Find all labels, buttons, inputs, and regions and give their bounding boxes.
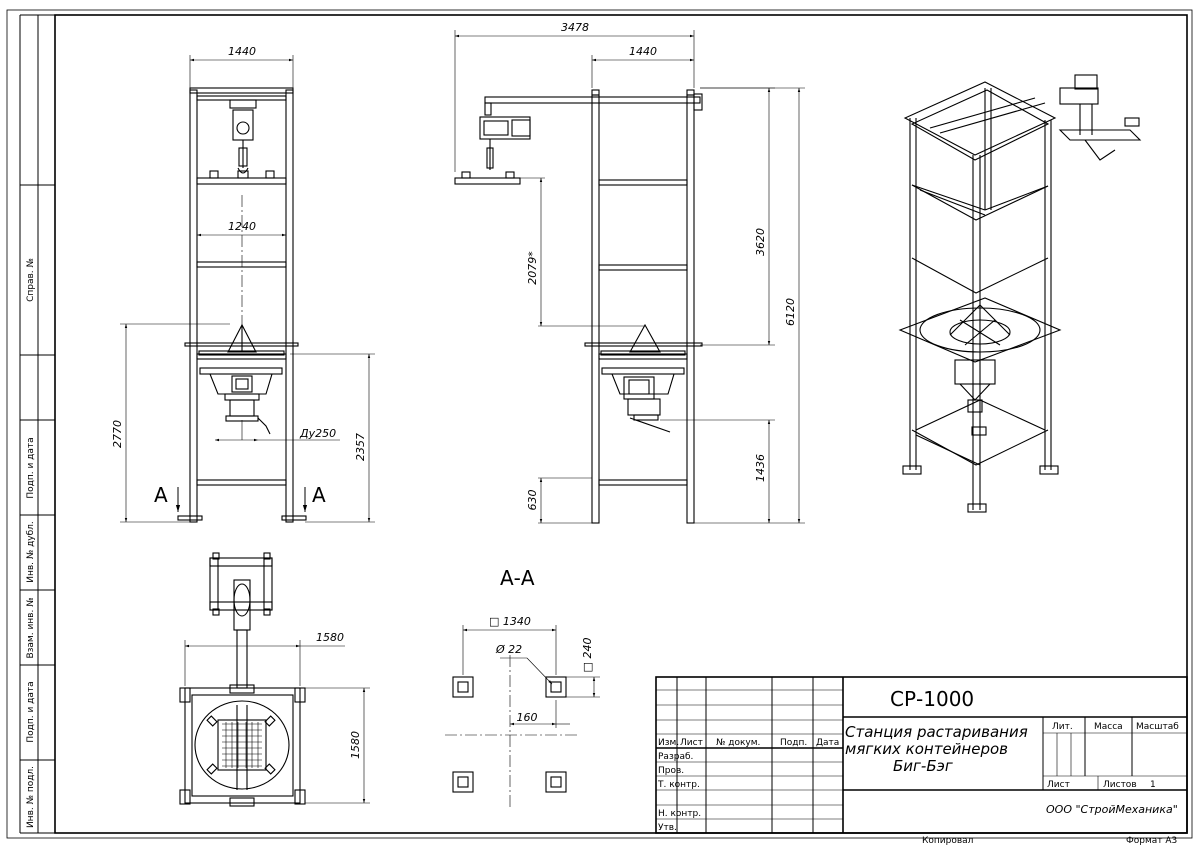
section-aa-dimensions	[445, 625, 600, 810]
title-block	[655, 676, 1188, 834]
col-data: Дата	[816, 738, 839, 748]
front-view	[177, 87, 307, 523]
label-sheet: Лист	[1047, 780, 1070, 790]
section-mark-left: А	[154, 483, 168, 507]
dim-front-outlet: Ду250	[299, 427, 336, 440]
drawing-name-line2: мягких контейнеров	[845, 740, 1008, 758]
header-lit: Лит.	[1052, 722, 1073, 732]
dim-front-bag-height: 2357	[354, 433, 367, 461]
dim-plan-width: 1580	[316, 631, 344, 644]
side-stamp-labels: Справ. № Подп. и дата Инв. № дубл. Взам.…	[26, 258, 36, 828]
col-izm: Изм.	[658, 738, 679, 748]
section-aa-title: А-А	[500, 566, 535, 590]
stamp-sprav: Справ. №	[26, 258, 36, 302]
dim-side-total: 3478	[561, 21, 589, 34]
dim-side-top: 3620	[754, 228, 767, 256]
side-view	[454, 89, 703, 524]
role-n-kontr: Н. контр.	[658, 809, 701, 819]
dim-front-inner: 1240	[228, 220, 256, 233]
dim-aa-plate: □ 240	[581, 638, 594, 673]
dim-side-total-h: 6120	[784, 298, 797, 326]
header-mass: Масса	[1094, 722, 1123, 732]
label-format: Формат А3	[1126, 836, 1177, 846]
drawing-code: СР-1000	[890, 687, 974, 711]
label-copied: Копировал	[922, 836, 973, 846]
company-name: ООО "СтройМеханика"	[1046, 803, 1178, 816]
dim-front-height: 2770	[111, 420, 124, 448]
dim-side-hoist: 2079*	[526, 251, 539, 285]
section-aa	[452, 676, 567, 793]
sheet-frame	[6, 9, 1193, 839]
stamp-inv-podl: Инв. № подл.	[26, 766, 36, 828]
stamp-podp-2: Подп. и дата	[26, 681, 36, 742]
drawing-name-line1: Станция растаривания	[845, 723, 1028, 741]
role-prov: Пров.	[658, 766, 684, 776]
title-block-text: СР-1000 Станция растаривания мягких конт…	[657, 687, 1179, 846]
front-view-dimensions	[120, 55, 375, 523]
role-t-kontr: Т. контр.	[657, 780, 700, 790]
stamp-podp-1: Подп. и дата	[26, 437, 36, 498]
col-doc: № докум.	[716, 738, 760, 748]
plan-view-dimensions	[184, 640, 370, 804]
plan-view	[179, 552, 306, 807]
header-scale: Масштаб	[1136, 722, 1179, 732]
plan-view-labels: 1580 1580	[316, 631, 362, 759]
dim-plan-depth: 1580	[349, 731, 362, 759]
section-aa-labels: А-А □ 1340 Ø 22 □ 240 160	[489, 566, 594, 724]
dim-side-width: 1440	[629, 45, 657, 58]
dim-aa-hole: Ø 22	[495, 643, 522, 656]
stamp-vzam: Взам. инв. №	[26, 597, 36, 658]
dim-aa-offset: 160	[517, 711, 538, 724]
front-view-labels: 1440 1240 2770 2357 Ду250 А А	[111, 45, 367, 507]
sheets-count: 1	[1150, 780, 1156, 790]
label-sheets: Листов	[1103, 780, 1137, 790]
dim-side-base: 630	[526, 490, 539, 511]
dim-side-outlet: 1436	[754, 454, 767, 482]
side-view-labels: 3478 1440 2079* 3620 6120 1436 630	[526, 21, 797, 511]
col-podp: Подп.	[780, 738, 807, 748]
drawing-name-line3: Биг-Бэг	[893, 757, 953, 775]
col-list: Лист	[680, 738, 703, 748]
dim-aa-square: □ 1340	[489, 615, 531, 628]
section-mark-right: А	[312, 483, 326, 507]
side-view-dimensions	[454, 30, 805, 524]
role-razrab: Разраб.	[658, 752, 693, 762]
isometric-view	[898, 74, 1142, 513]
role-utv: Утв.	[658, 823, 677, 833]
stamp-inv-dubl: Инв. № дубл.	[26, 521, 36, 583]
dim-front-width: 1440	[228, 45, 256, 58]
